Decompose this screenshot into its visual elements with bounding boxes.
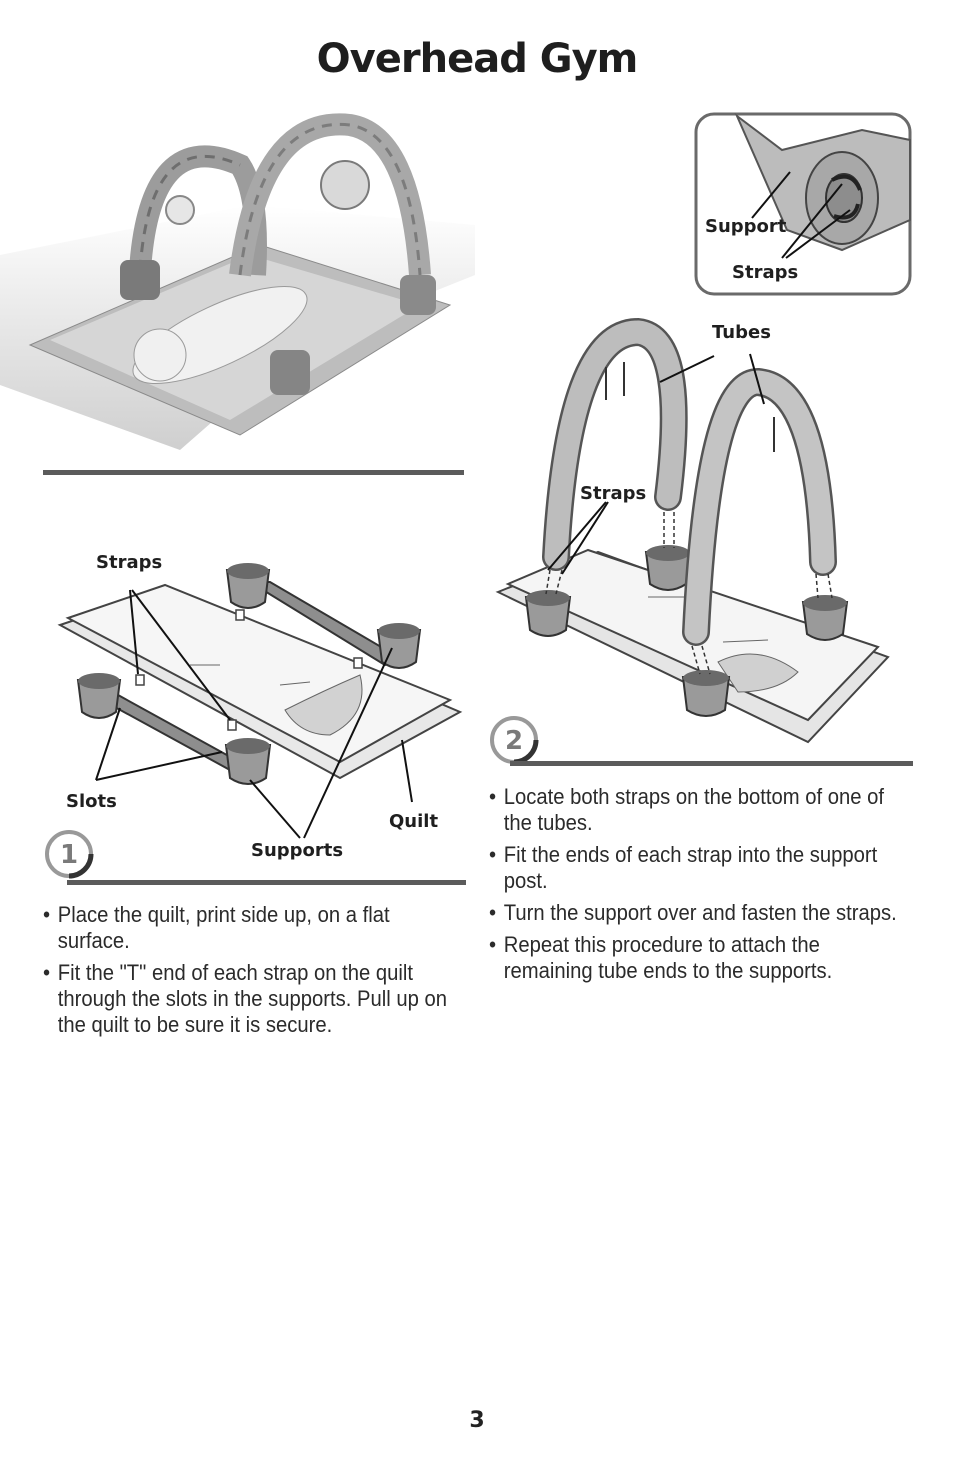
page-number: 3 (469, 1408, 485, 1433)
callout-support-label: Support (705, 216, 787, 237)
tubes-label: Tubes (712, 322, 771, 343)
product-photo (0, 113, 475, 450)
quilt-label: Quilt (389, 811, 438, 832)
step-1-number: 1 (60, 840, 78, 870)
section-divider (43, 470, 464, 475)
step-1-rule (67, 880, 466, 885)
figure-1-straps-label: Straps (96, 552, 162, 573)
step-2-instructions: Locate both straps on the bottom of one … (489, 784, 899, 990)
step-2-bullet: Fit the ends of each strap into the supp… (489, 842, 899, 894)
supports-label: Supports (251, 840, 343, 861)
step-2-number: 2 (505, 726, 523, 756)
step-2-bullet: Turn the support over and fasten the str… (489, 900, 899, 926)
step-2-rule (510, 761, 913, 766)
figure-1-diagram: Straps Slots Supports Quilt 1 (45, 552, 463, 879)
step-1-instructions: Place the quilt, print side up, on a fla… (43, 902, 453, 1044)
figure-2-diagram: Tubes Straps 2 (490, 317, 890, 765)
page-title: Overhead Gym (316, 36, 639, 82)
step-1-bullet: Fit the "T" end of each strap on the qui… (43, 960, 453, 1038)
step-1-bullet: Place the quilt, print side up, on a fla… (43, 902, 453, 954)
step-2-bullet: Locate both straps on the bottom of one … (489, 784, 899, 836)
figure-2-straps-label: Straps (580, 483, 646, 504)
step-2-bullet: Repeat this procedure to attach the rema… (489, 932, 899, 984)
slots-label: Slots (66, 791, 117, 812)
callout-straps-label: Straps (732, 262, 798, 283)
support-straps-callout: Support Straps (694, 112, 912, 296)
